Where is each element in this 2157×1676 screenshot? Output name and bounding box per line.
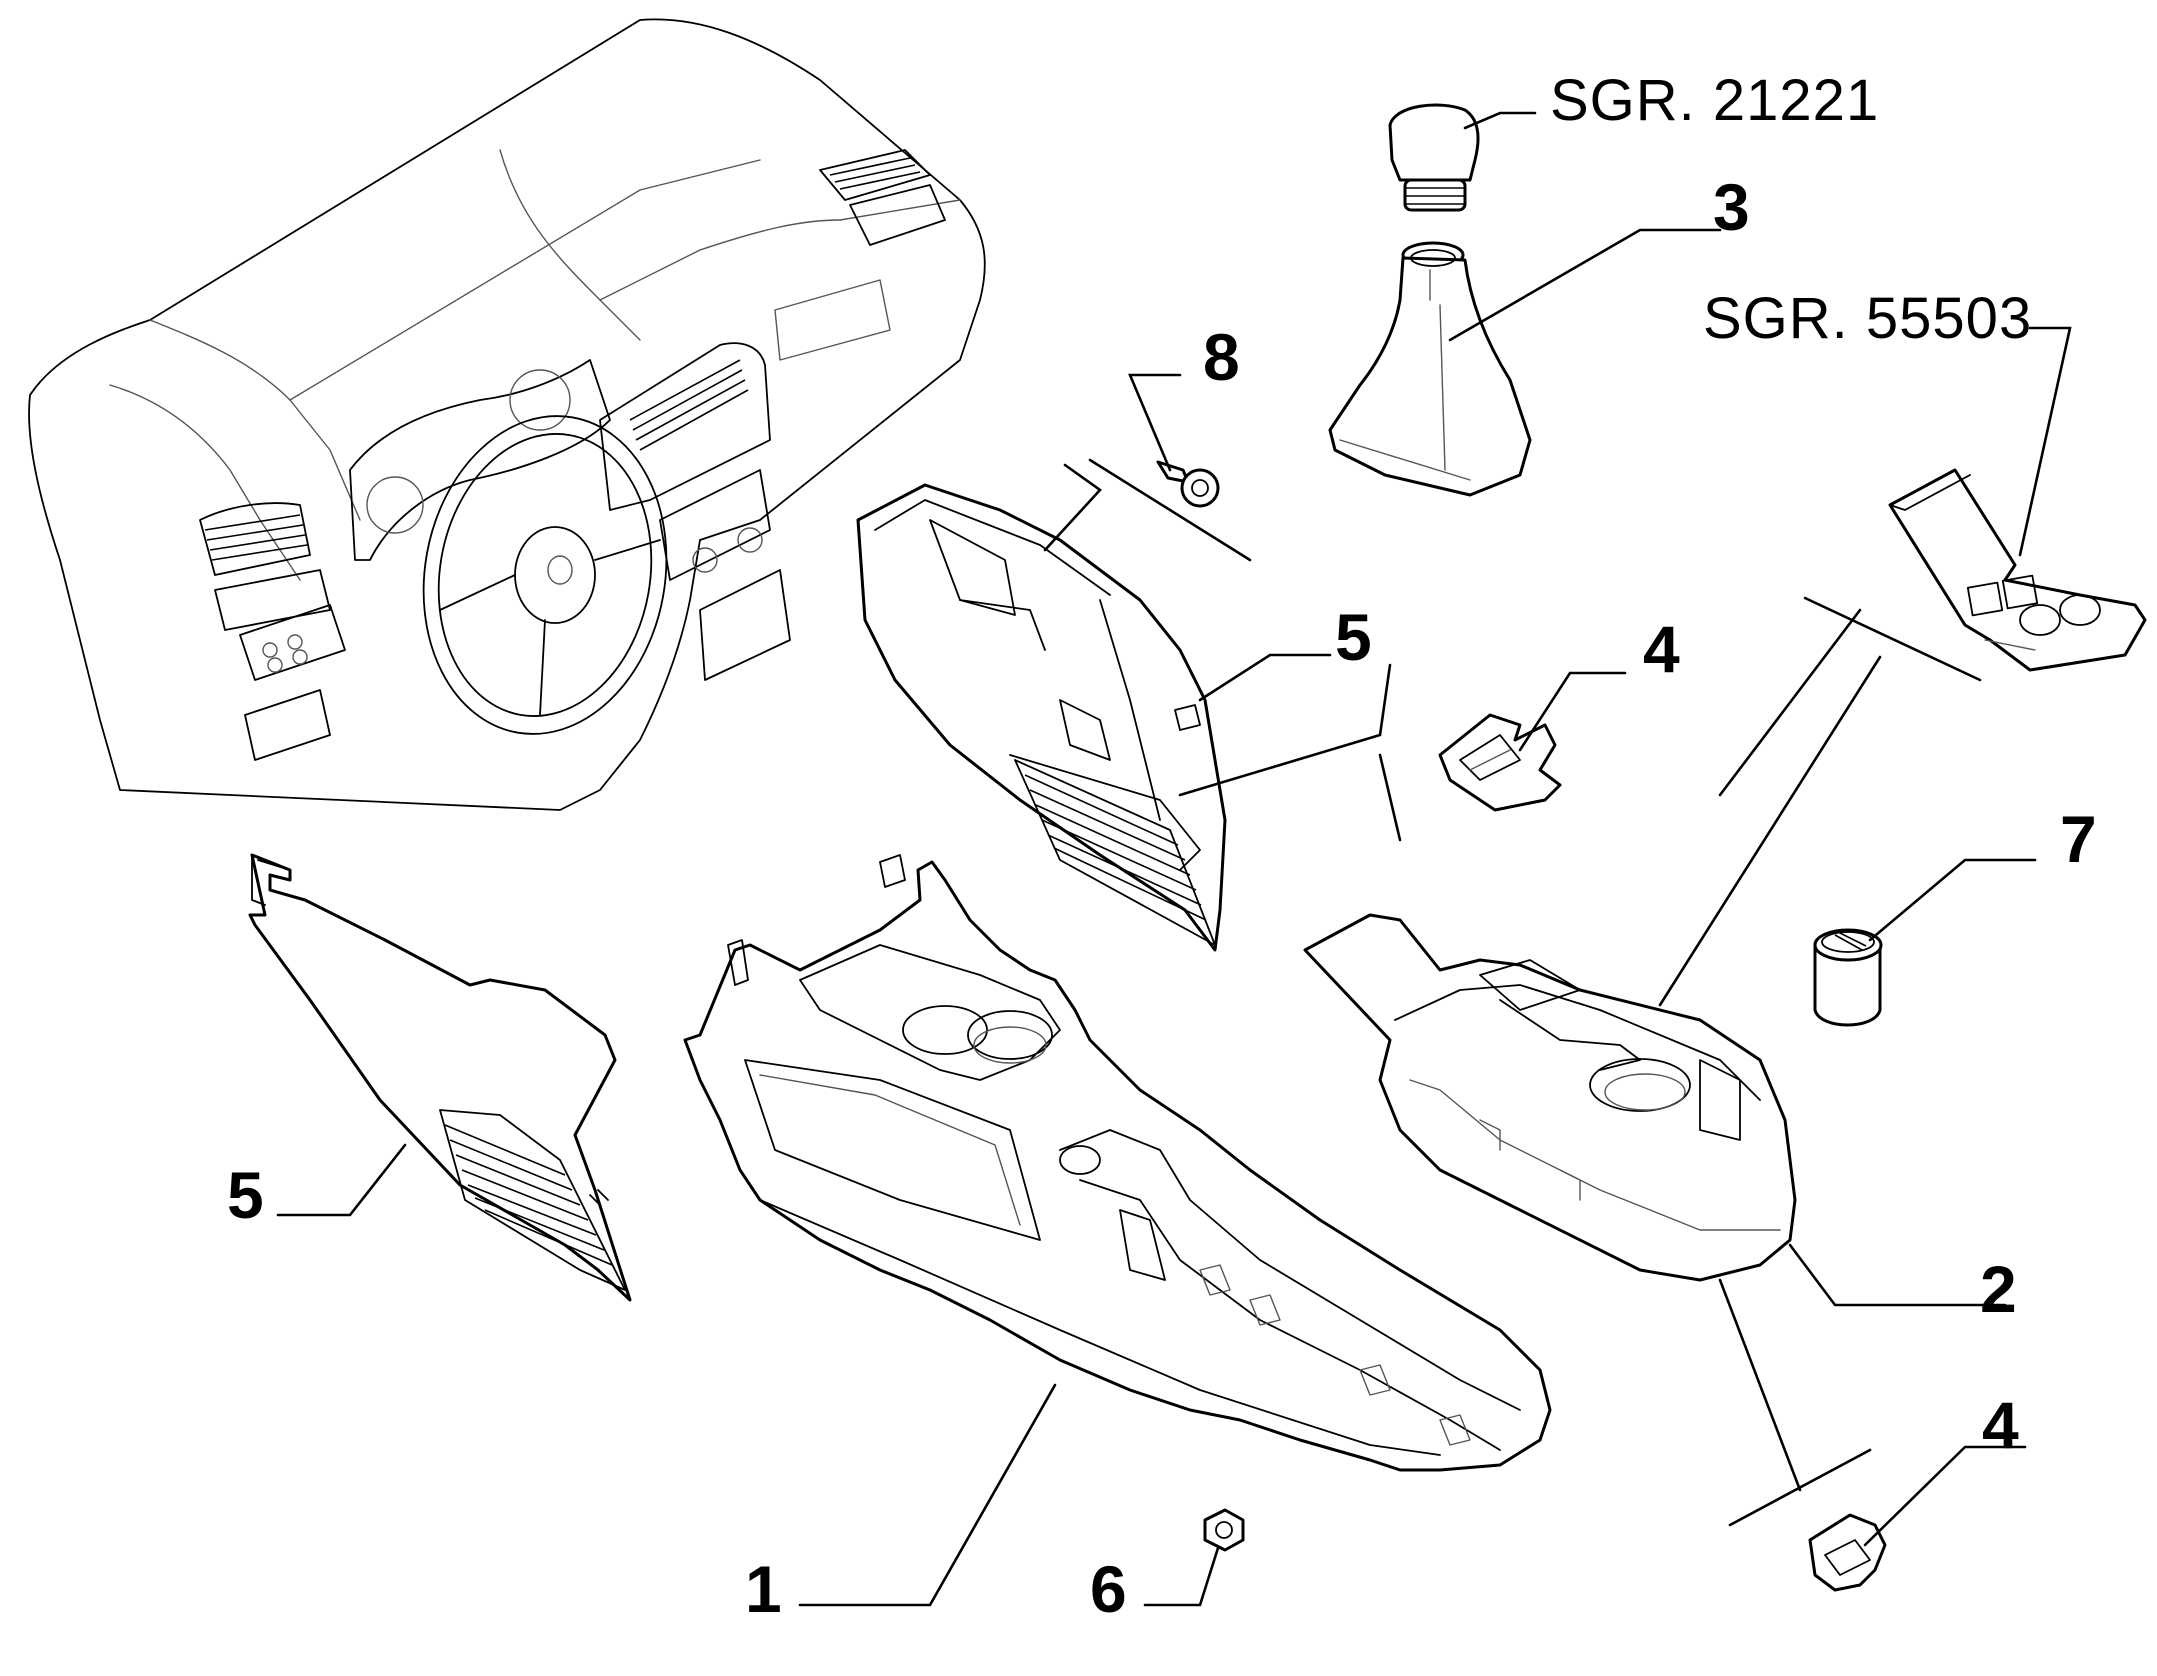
gear-knob	[1388, 103, 1480, 212]
callout-5-lower: 5	[227, 1158, 264, 1232]
part-1-center-console	[683, 854, 1552, 1472]
part-4-lower-clip	[1808, 1513, 1887, 1592]
dashboard-drawing	[28, 18, 986, 811]
window-switch-panel	[1888, 468, 2147, 672]
callout-7: 7	[2060, 802, 2097, 876]
part-5-upper-trim	[856, 483, 1227, 952]
part-7-cup	[1813, 928, 1883, 1027]
leader-lines	[276, 111, 2072, 1607]
reference-switch-panel-label: SGR. 55503	[1703, 286, 2032, 351]
callout-1: 1	[745, 1552, 782, 1626]
callout-4-lower: 4	[1982, 1388, 2019, 1462]
callout-2: 2	[1980, 1252, 2017, 1326]
part-2-armrest	[1303, 913, 1797, 1282]
part-6-nut	[1203, 1508, 1245, 1552]
callout-5-upper: 5	[1335, 600, 1372, 674]
part-5-lower-trim	[248, 853, 632, 1302]
callout-4-upper: 4	[1643, 612, 1680, 686]
part-3-gear-boot	[1328, 241, 1532, 497]
part-8-screw	[1156, 460, 1220, 508]
part-4-upper-clip	[1438, 713, 1562, 812]
labels: SGR. 21221 SGR. 55503 3 8 5 4 7 2 4 5 1 …	[227, 68, 2097, 1626]
callout-6: 6	[1090, 1552, 1127, 1626]
reference-knob-label: SGR. 21221	[1550, 68, 1879, 133]
callout-3: 3	[1713, 170, 1750, 244]
callout-8: 8	[1203, 320, 1240, 394]
